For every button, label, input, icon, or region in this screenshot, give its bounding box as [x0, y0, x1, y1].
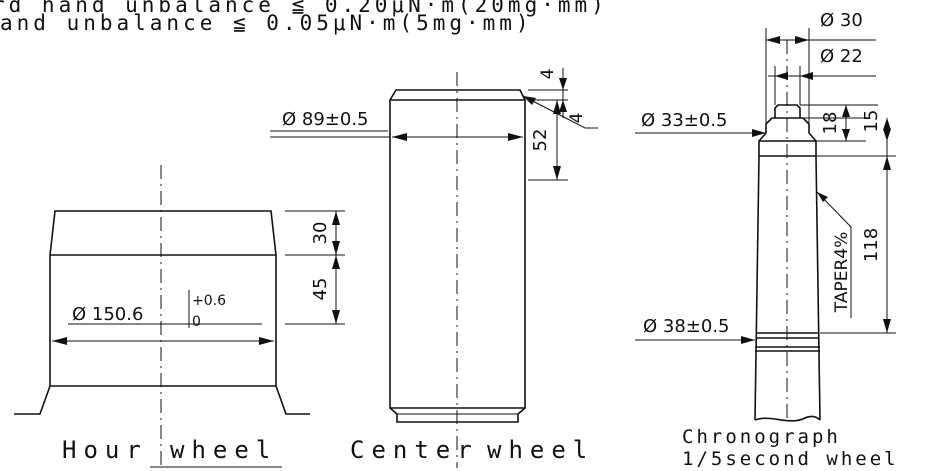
- chrono-dim-18: 18: [820, 112, 841, 135]
- hour-wheel-diameter-label: Ø 150.6: [72, 304, 143, 325]
- hour-wheel-tol-lower: 0: [192, 314, 201, 330]
- hour-wheel-dia-arrow-left: [52, 337, 67, 345]
- chrono-dim-15: 15: [861, 110, 882, 133]
- hour-wheel-30-arrow-bot: [332, 241, 340, 255]
- chrono-wheel-drawing: Ø 30 Ø 22 Ø 33±0.5 18 15 118 TA: [635, 10, 899, 470]
- chrono-18-arrow-top: [842, 105, 850, 117]
- center-wheel-dim-4-chamfer: 4: [567, 113, 587, 124]
- chrono-118-arrow-top: [883, 156, 891, 170]
- chrono-dim-118: 118: [861, 228, 882, 262]
- center-wheel-4-arrow-top: [559, 78, 567, 90]
- chrono-22-arrow-right: [800, 72, 813, 80]
- chrono-dia-38: Ø 38±0.5: [643, 316, 730, 337]
- hour-wheel-dia-arrow-right: [259, 337, 274, 345]
- chrono-caption-line2: 1/5second wheel: [682, 448, 899, 470]
- hour-wheel-caption-b: wheel: [170, 436, 277, 464]
- chrono-wheel-taper-left: [755, 156, 759, 420]
- center-wheel-52-arrow-top: [553, 100, 561, 114]
- chrono-dia-33: Ø 33±0.5: [641, 110, 728, 131]
- chrono-taper-leader: [817, 192, 851, 318]
- hour-wheel-30-arrow-top: [332, 211, 340, 225]
- hour-wheel-drawing: Ø 150.6 +0.6 0 30 45 Hour wheel: [14, 165, 345, 468]
- hour-wheel-45-arrow-bot: [332, 310, 340, 324]
- chrono-118-arrow-bot: [883, 319, 891, 333]
- hour-wheel-tol-upper: +0.6: [192, 293, 226, 309]
- chrono-caption-line1: Chronograph: [682, 426, 841, 448]
- center-wheel-diameter-label: Ø 89±0.5: [282, 109, 369, 130]
- header-line-2: and unbalance ≦ 0.05μN·m(5mg·mm): [0, 11, 533, 35]
- chrono-dia-22: Ø 22: [820, 46, 863, 67]
- chrono-15-arrow-bot: [883, 129, 891, 141]
- center-wheel-caption-b: wheel: [487, 436, 594, 464]
- center-wheel-dim-52: 52: [530, 129, 551, 152]
- chrono-33-arrow: [752, 129, 766, 137]
- center-wheel-52-arrow-bot: [553, 166, 561, 180]
- chrono-wheel-break: [755, 417, 820, 421]
- hour-wheel-dim-30: 30: [310, 222, 331, 245]
- chrono-30-arrow-left: [766, 36, 780, 44]
- header-notes: rd hand unbalance ≦ 0.20μN·m(20mg·mm) an…: [0, 0, 608, 35]
- hour-wheel-dim-45: 45: [310, 278, 331, 301]
- center-wheel-chamfer-leader: [523, 96, 598, 128]
- chrono-22-arrow-left: [775, 72, 788, 80]
- chrono-dia-30: Ø 30: [820, 10, 863, 31]
- chrono-wheel-taper-right: [816, 156, 820, 420]
- chrono-15-arrow-top: [883, 118, 891, 130]
- center-wheel-caption-a: Center: [350, 436, 479, 464]
- hour-wheel-outline: [14, 211, 310, 414]
- chrono-30-arrow-right: [795, 36, 809, 44]
- hour-wheel-caption-a: Hour: [62, 436, 148, 464]
- center-wheel-chamfer-arrow: [523, 96, 536, 105]
- center-wheel-dim-4-top: 4: [538, 69, 558, 80]
- chrono-taper-label: TAPER4%: [832, 232, 852, 313]
- center-wheel-dia-arrow-left: [392, 133, 407, 141]
- chrono-38-arrow: [741, 336, 755, 344]
- chrono-taper-arrow: [817, 192, 828, 202]
- hour-wheel-45-arrow-top: [332, 255, 340, 269]
- header-line-1: rd hand unbalance ≦ 0.20μN·m(20mg·mm): [0, 0, 608, 17]
- chrono-18-arrow-bot: [842, 129, 850, 141]
- center-wheel-dia-arrow-right: [508, 133, 523, 141]
- center-wheel-drawing: Ø 89±0.5 4 52 4 Center wheel: [270, 68, 598, 468]
- center-wheel-4-arrow-bot: [559, 100, 567, 112]
